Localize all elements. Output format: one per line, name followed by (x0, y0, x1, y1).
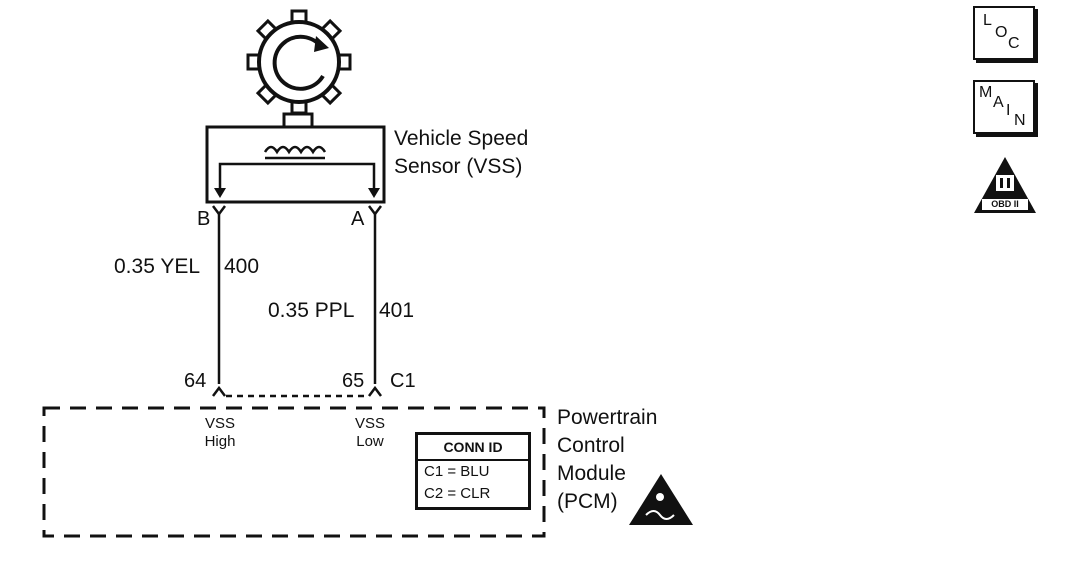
pcm-title: Powertrain Control Module (PCM) (557, 404, 657, 516)
conn-id-row-c2: C2 = CLR (424, 485, 491, 502)
vss-low-line2: Low (356, 433, 384, 450)
vss-title: Vehicle Speed Sensor (VSS) (394, 125, 528, 181)
pcm-outline (42, 406, 546, 538)
conn-id-row-c1: C1 = BLU (424, 463, 490, 480)
vss-sensor-body (205, 112, 386, 204)
loc-letter-l: L (983, 12, 992, 29)
pin-65-symbol (368, 385, 382, 397)
wire-401-color: 0.35 PPL (268, 299, 355, 322)
vss-title-line1: Vehicle Speed (394, 127, 529, 150)
connector-c1-label: C1 (390, 370, 416, 392)
terminal-a-symbol (368, 205, 382, 217)
main-letter-i: I (1006, 102, 1011, 119)
pcm-title-line3: Module (557, 462, 626, 485)
wire-400-color: 0.35 YEL (114, 255, 201, 278)
conn-id-header: CONN ID (418, 435, 528, 461)
loc-icon[interactable]: L O C (973, 6, 1035, 60)
vss-low-line1: VSS (354, 415, 385, 432)
vss-low-label: VSS Low (350, 416, 390, 449)
vss-high-line1: VSS (204, 415, 235, 432)
terminal-b-label: B (197, 208, 211, 230)
loc-letter-o: O (995, 24, 1008, 41)
pcm-title-line1: Powertrain (557, 406, 658, 429)
pin-64-symbol (212, 385, 226, 397)
main-letter-n: N (1014, 112, 1026, 129)
vss-high-line2: High (204, 433, 236, 450)
pcm-title-line2: Control (557, 434, 625, 457)
vss-high-label: VSS High (200, 416, 240, 449)
gear-icon (246, 9, 352, 115)
terminal-b-symbol (212, 205, 226, 217)
main-letter-a: A (993, 94, 1004, 111)
wire-401-circuit: 401 (379, 299, 415, 322)
obd-ii-triangle-icon (974, 157, 1036, 213)
esd-warning-icon (629, 474, 693, 525)
obd-ii-label: OBD II (991, 199, 1019, 209)
main-letter-m: M (979, 84, 993, 101)
loc-letter-c: C (1008, 35, 1020, 52)
conn-id-table: CONN ID C1 = BLU C2 = CLR (415, 432, 531, 510)
pin-64-label: 64 (184, 370, 207, 392)
pin-65-label: 65 (342, 370, 365, 392)
vss-title-line2: Sensor (VSS) (394, 155, 523, 178)
pcm-title-line4: (PCM) (557, 490, 618, 513)
terminal-a-label: A (351, 208, 365, 230)
obd-ii-icon[interactable]: OBD II (972, 155, 1038, 215)
wire-400-circuit: 400 (224, 255, 260, 278)
main-icon[interactable]: M A I N (973, 80, 1035, 134)
